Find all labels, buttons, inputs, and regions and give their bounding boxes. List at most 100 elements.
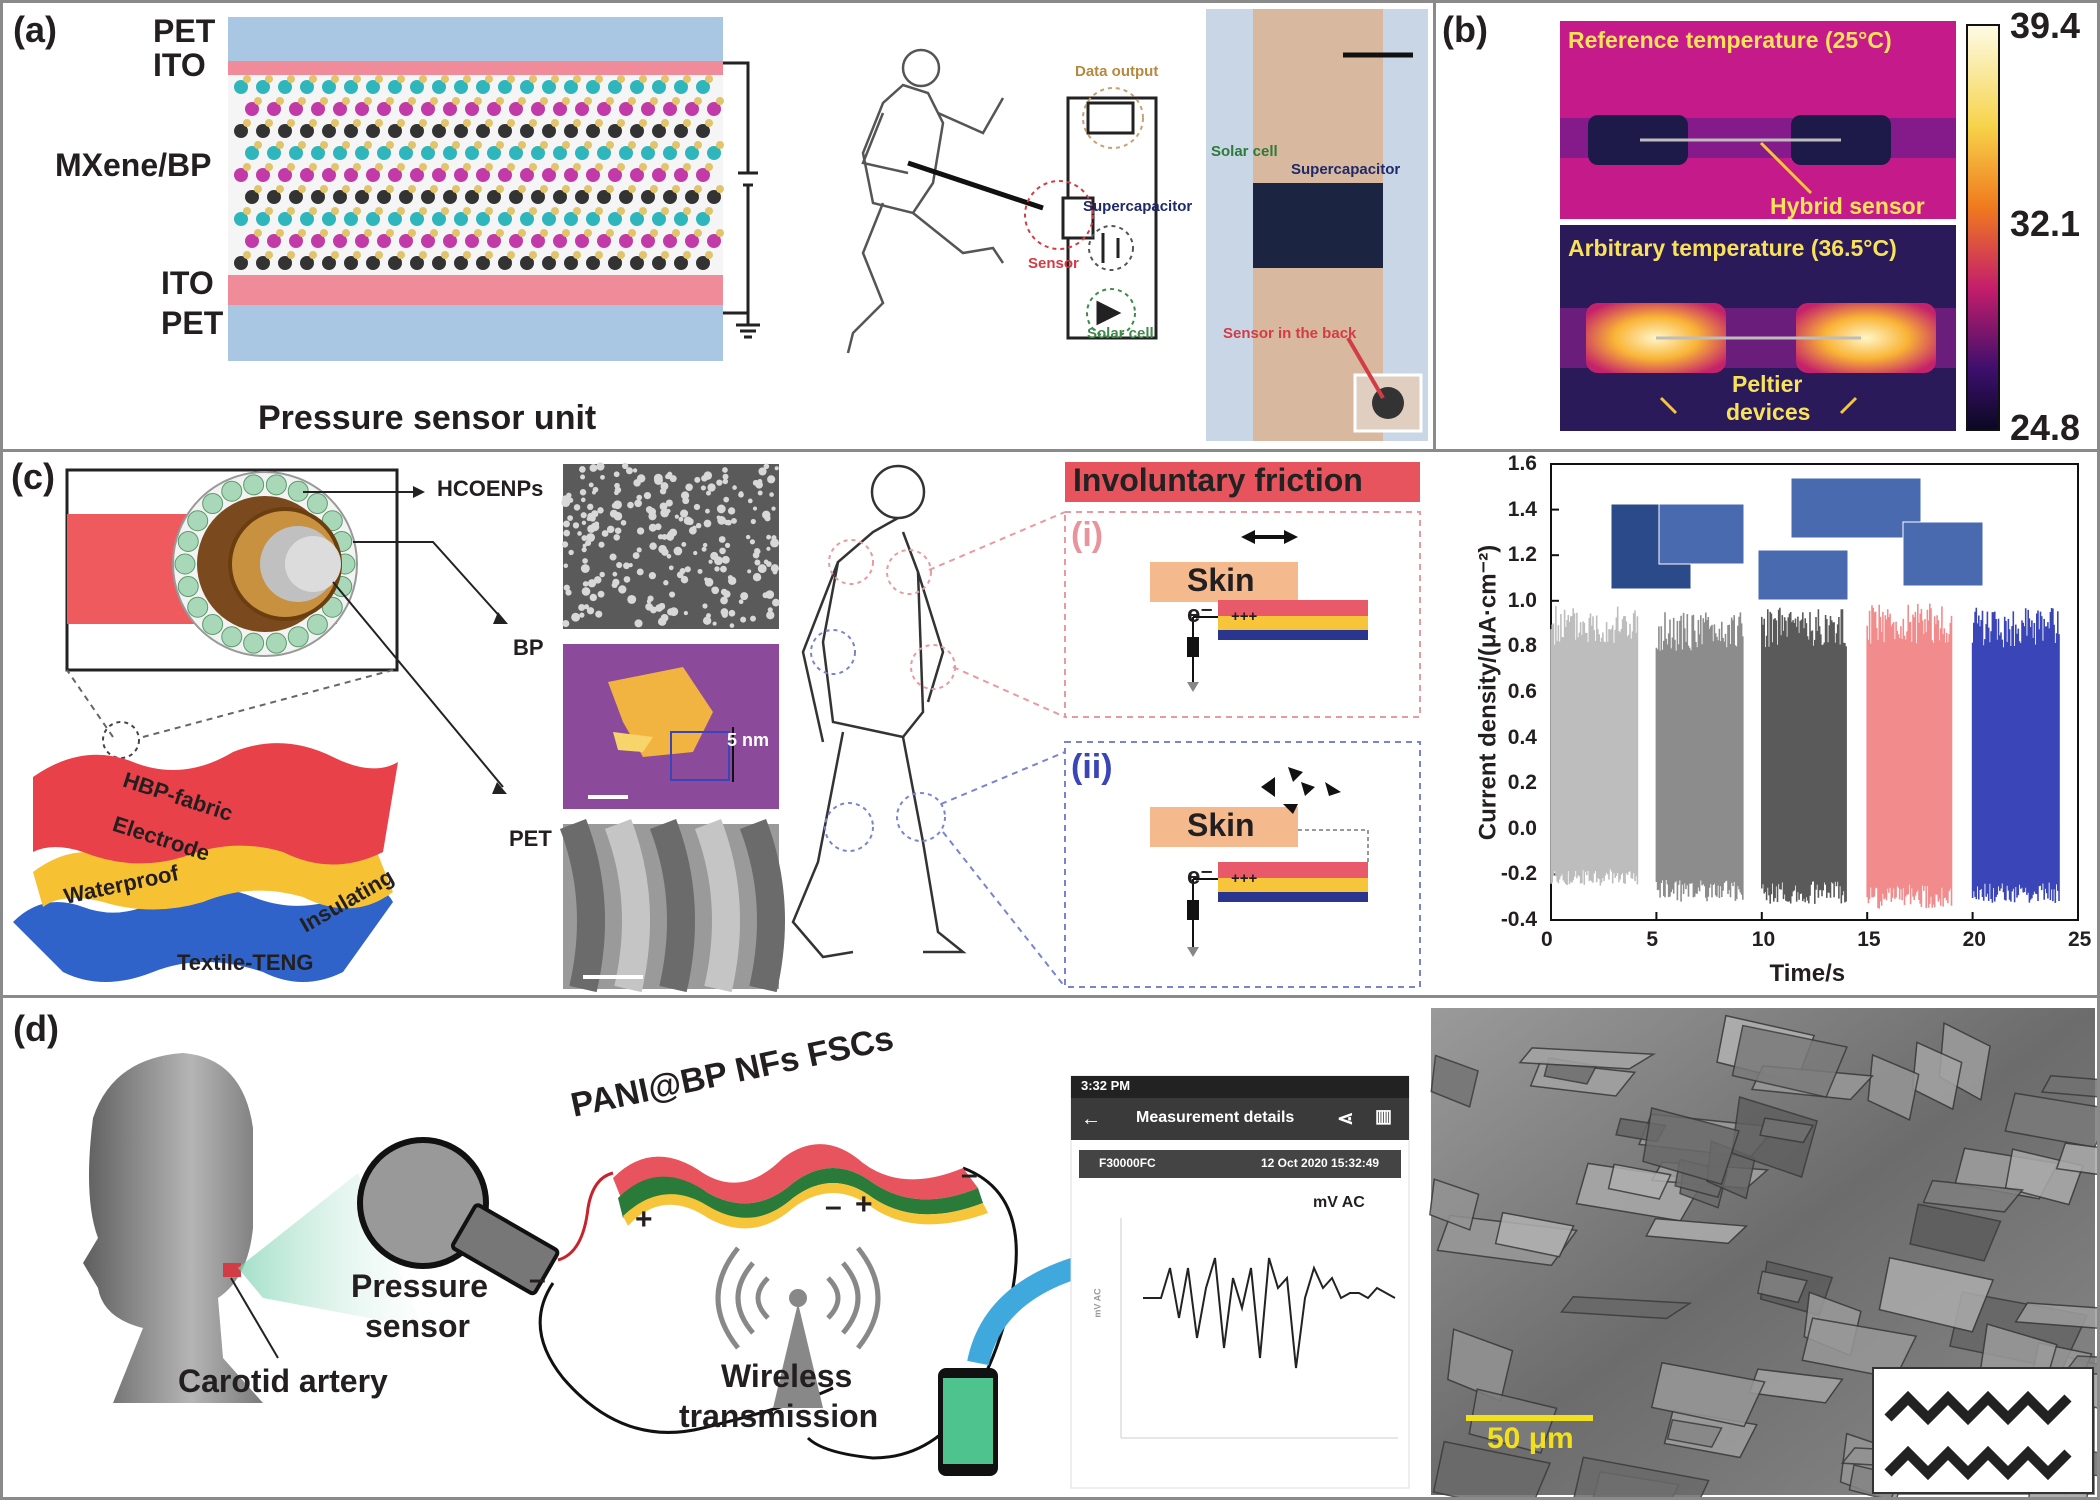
pressure-sensor-unit-caption: Pressure sensor unit [258,399,597,437]
panel-a-label: (a) [13,9,57,50]
wireless-label: Wireless [721,1358,853,1394]
x-tick-label: 20 [1962,928,1986,951]
panel-d: (d) [0,995,2100,1500]
mxene-bp-label: MXene/BP [55,147,212,183]
runner-sketch [846,48,1005,354]
series-line [1550,606,1639,886]
arbitrary-temperature-title: Arbitrary temperature (36.5°C) [1568,235,1897,261]
minus-label-right: – [961,1158,978,1191]
phone-back-arrow[interactable]: ← [1081,1108,1101,1130]
circuit-diagram [1061,96,1158,340]
pressure-sensor-disc [357,1137,489,1269]
data-output-label: Data output [1075,63,1159,80]
series-line [1655,612,1744,902]
y-tick-label: 1.6 [1507,452,1537,475]
trash-icon[interactable]: ▥ [1375,1106,1393,1126]
electron-label-i: e⁻ [1187,601,1214,628]
panel-c-label: (c) [11,456,55,497]
thermal-images [1560,21,2000,431]
afm-5nm-label: 5 nm [727,730,770,750]
inset-photo [1757,549,1849,601]
solar-cell-circuit-label: Solar cell [1087,325,1154,342]
ito-top-label: ITO [153,47,206,83]
scale-50um-label: 50 μm [1487,1422,1574,1455]
x-tick-label: 0 [1541,928,1553,951]
y-tick-label: 0.2 [1507,771,1537,795]
sensor-label: sensor [365,1308,470,1344]
pressure-label: Pressure [351,1268,488,1304]
y-tick-label: -0.4 [1500,908,1537,931]
minus-label-mid: – [825,1190,842,1223]
involuntary-friction-title: Involuntary friction [1073,462,1363,498]
current-density-chart [1550,463,2079,921]
mode-i-label: (i) [1071,516,1104,554]
mode-ii-label: (ii) [1071,748,1113,786]
bp-label: BP [513,635,544,660]
devices-label: devices [1726,399,1811,425]
share-icon[interactable]: ⋖ [1337,1108,1354,1130]
friction-title-bar [1065,462,1420,502]
supercapacitor-circuit-label: Supercapacitor [1083,198,1193,215]
panel-a-artwork [228,9,1428,441]
y-axis-label: Current density/(μA·cm⁻²) [1474,544,1502,841]
y-tick-label: -0.2 [1500,862,1537,886]
charges-label-i: +++ [1231,608,1258,625]
y-tick-label: 1.2 [1507,543,1537,567]
series-line [1971,607,2060,903]
atom-lattice [234,75,724,270]
photo-solar-cell-label: Solar cell [1211,143,1278,160]
inset-photo [1790,477,1922,539]
head-model [83,1053,263,1403]
inset-photo [1902,521,1984,587]
photo-sensor-back-label: Sensor in the back [1223,325,1357,342]
ito-bottom-label: ITO [161,265,214,301]
wireless-tower [715,1246,881,1350]
colorbar-tick-max: 39.4 [2010,5,2081,46]
pet-bottom-label: PET [161,305,224,341]
colorbar-tick-min: 24.8 [2010,407,2081,448]
pet-top-layer [228,17,723,61]
walking-man-sketch [791,464,967,959]
y-tick-label: 0.0 [1507,816,1537,840]
panel-b-label: (b) [1442,9,1488,50]
panel-b: (b) [1433,0,2100,452]
phone-unit: mV AC [1313,1194,1365,1211]
series-line [1761,607,1847,904]
plus-label-right: + [855,1188,873,1221]
phone-axis-label: mV AC [1092,1288,1103,1318]
textile-teng-label: Textile-TENG [177,950,314,975]
panel-a: (a) [0,0,1436,452]
pet-top-label: PET [153,13,216,49]
phone-time: 3:32 PM [1081,1078,1131,1093]
hybrid-sensor-label: Hybrid sensor [1770,193,1925,219]
x-tick-label: 10 [1751,928,1776,951]
reference-temperature-title: Reference temperature (25°C) [1568,27,1892,53]
hcoenps-label: HCOENPs [437,476,544,501]
x-tick-label: 15 [1857,928,1881,951]
ito-top-layer [228,61,723,75]
series-line [1866,603,1953,909]
photo-supercapacitor-label: Supercapacitor [1291,161,1401,178]
panel-d-label: (d) [13,1008,59,1049]
y-tick-label: 0.6 [1507,680,1537,703]
sensor-circuit-label: Sensor [1028,255,1079,272]
color-scale-bar [1966,24,2000,431]
skin-label-i: Skin [1187,562,1255,598]
y-tick-label: 1.4 [1507,497,1537,521]
phone-device-id: F30000FC [1099,1156,1156,1170]
panel-d-artwork [83,1008,2097,1497]
wristband [1253,183,1383,268]
charges-label-ii: +++ [1231,870,1258,887]
x-tick-label: 25 [2068,928,2092,951]
panel-c: (c) [0,449,2100,998]
phone-title: Measurement details [1136,1109,1295,1126]
x-tick-label: 5 [1646,928,1659,951]
carotid-artery-label: Carotid artery [178,1363,388,1399]
minus-label-sensor: – [529,1263,546,1296]
inset-schematic [1872,1367,2094,1494]
pet-bottom-layer [228,305,723,361]
y-tick-label: 1.0 [1507,588,1537,612]
panel-c-artwork [13,462,2079,993]
colorbar-tick-mid: 32.1 [2010,203,2081,244]
